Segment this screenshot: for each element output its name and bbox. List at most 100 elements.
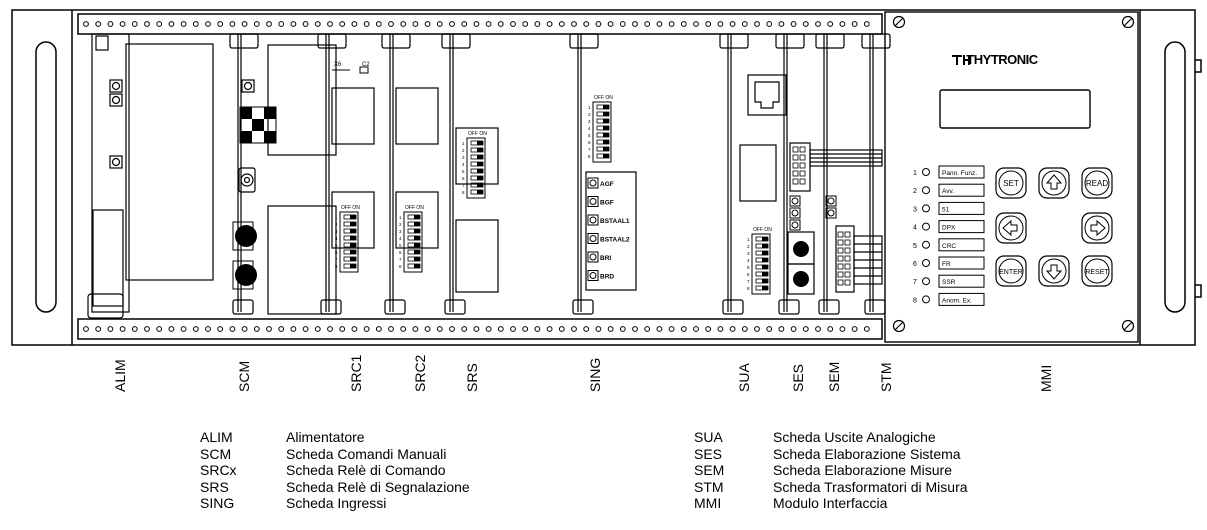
legend-description: Alimentatore [286,429,365,445]
legend-code: SRCx [200,462,237,478]
svg-text:8: 8 [335,264,338,269]
dip-label: OFF ON [405,205,424,211]
led-label: SSR [942,279,956,286]
x6-label: X6 [334,62,342,68]
svg-text:6: 6 [588,140,591,145]
module-label-mmi: MMI [1038,364,1054,392]
led-indicator [922,222,930,231]
scm-module [238,44,337,315]
module-label-sem: SEM [826,361,842,392]
svg-text:SET: SET [1003,179,1019,188]
svg-text:7: 7 [399,257,402,262]
legend-code: MMI [694,495,722,511]
legend-row: SCM Scheda Comandi Manuali [200,446,470,463]
read-button[interactable]: READ [1081,167,1113,199]
module-label-ses: SES [790,363,806,392]
up-arrow-button[interactable] [1038,167,1070,199]
brand-mark [952,55,970,65]
set-button[interactable]: SET [995,167,1027,199]
led-label: CRC [942,243,956,250]
sing-input-label: BGF [600,200,614,207]
alim-module [87,33,214,319]
module-label-src1: SRC1 [348,354,364,392]
svg-text:6: 6 [462,176,465,181]
svg-text:4: 4 [462,162,465,167]
brand-logo: THYTRONIC [966,52,1038,67]
svg-text:1: 1 [335,215,338,220]
legend-description: Scheda Comandi Manuali [286,445,447,462]
led-number: 2 [913,188,917,195]
led-indicator [922,186,930,195]
bottom-rail [77,318,883,340]
sing-input-label: BSTAAL2 [600,237,630,244]
down-arrow-button[interactable] [1038,255,1070,287]
led-indicator [922,204,930,213]
svg-text:1: 1 [747,237,750,242]
right-arrow-button[interactable] [1081,212,1113,244]
svg-text:RESET: RESET [1085,269,1109,276]
enter-button[interactable]: ENTER [995,255,1027,287]
left-handle [35,41,57,313]
svg-text:2: 2 [335,222,338,227]
top-rail [77,13,883,35]
sua-ses-sem-details [747,74,883,295]
svg-text:4: 4 [335,236,338,241]
led-number: 1 [913,170,917,177]
module-label-sing: SING [587,357,603,392]
svg-text:8: 8 [588,154,591,159]
svg-text:2: 2 [588,112,591,117]
right-handle [1164,41,1186,313]
reset-button[interactable]: RESET [1081,255,1113,287]
led-label: Pann. Funz. [942,170,977,177]
module-label-src2: SRC2 [412,354,428,392]
legend-code: SCM [200,445,232,462]
legend-description: Scheda Uscite Analogiche [773,429,936,445]
module-label-stm: STM [878,362,894,392]
led-number: 7 [913,279,917,286]
svg-text:8: 8 [399,264,402,269]
legend-code: SUA [694,429,723,445]
led-indicator [922,259,930,267]
mmi-panel [884,11,1139,343]
legend-description: Scheda Ingressi [286,495,387,511]
svg-text:5: 5 [399,243,402,248]
svg-text:5: 5 [462,169,465,174]
svg-text:3: 3 [462,155,465,160]
svg-text:7: 7 [588,147,591,152]
svg-text:READ: READ [1086,179,1108,188]
rack-frame [11,9,1196,346]
svg-text:ENTER: ENTER [999,269,1023,276]
svg-text:6: 6 [335,250,338,255]
module-label-scm: SCM [236,360,252,392]
sing-input-label: AGF [600,181,614,188]
dip-label: OFF ON [753,227,772,233]
svg-text:1: 1 [462,141,465,146]
svg-text:6: 6 [747,272,750,277]
led-label: 51 [942,206,950,213]
legend-description: Scheda Elaborazione Sistema [773,445,961,462]
legend-description: Scheda Trasformatori di Misura [773,478,968,495]
led-indicator [922,240,930,249]
led-label: FR [942,261,951,268]
legend-description: Scheda Relè di Segnalazione [286,478,470,495]
left-arrow-button[interactable] [995,212,1027,244]
svg-text:5: 5 [335,243,338,248]
svg-text:3: 3 [399,229,402,234]
scm-knob-2 [235,264,257,286]
led-number: 3 [913,206,917,213]
legend-description: Scheda Elaborazione Misure [773,462,952,478]
svg-text:4: 4 [588,126,591,131]
dip-label: OFF ON [468,131,487,137]
sing-input-label: BSTAAL1 [600,218,630,225]
sing-input-label: BRI [600,255,611,262]
